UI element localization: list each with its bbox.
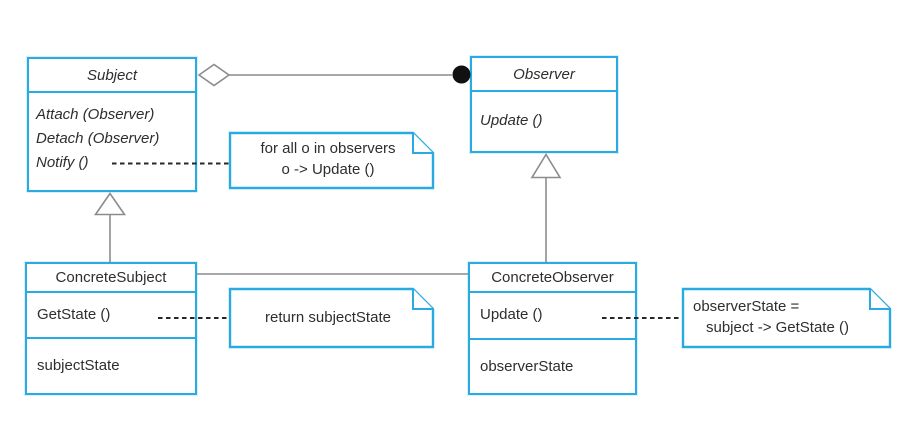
note-notify: for all o in observers o -> Update () [230, 138, 426, 180]
inheritance-triangle-icon [93, 192, 127, 216]
class-concrete-subject: ConcreteSubject GetState () subjectState [25, 262, 197, 395]
class-concrete-observer: ConcreteObserver Update () observerState [468, 262, 637, 395]
note-line: return subjectState [265, 309, 391, 326]
note-getstate: return subjectState [230, 307, 426, 328]
attribute-row: observerState [480, 358, 574, 375]
note-fold-icon [412, 289, 433, 310]
method-row: Update () [480, 112, 543, 129]
method-row: Update () [480, 306, 543, 323]
note-line: for all o in observers [260, 140, 396, 157]
note-line: o -> Update () [281, 161, 375, 178]
class-concrete-observer-methods: Update () [470, 293, 635, 340]
method-row: Attach (Observer) [36, 106, 155, 123]
inheritance-triangle-icon [530, 152, 562, 179]
class-observer-title: Observer [472, 58, 616, 92]
aggregation-diamond-icon [197, 63, 231, 87]
attribute-row: subjectState [37, 357, 120, 374]
class-concrete-subject-methods: GetState () [27, 293, 195, 339]
class-subject-title: Subject [29, 59, 195, 93]
class-concrete-observer-attributes: observerState [470, 340, 635, 379]
class-observer-methods: Update () [472, 92, 616, 133]
association-end-dot-icon [452, 65, 471, 84]
class-concrete-subject-title: ConcreteSubject [27, 264, 195, 293]
note-line: subject -> GetState () [706, 319, 849, 336]
class-subject-methods: Attach (Observer) Detach (Observer) Noti… [29, 93, 195, 175]
method-row: Notify () [36, 154, 89, 171]
method-row: Detach (Observer) [36, 130, 160, 147]
note-line: observerState = [693, 298, 800, 315]
class-concrete-subject-attributes: subjectState [27, 339, 195, 378]
method-row: GetState () [37, 306, 111, 323]
class-subject: Subject Attach (Observer) Detach (Observ… [27, 57, 197, 192]
note-update: observerState = subject -> GetState () [693, 296, 888, 338]
class-observer: Observer Update () [470, 56, 618, 153]
class-concrete-observer-title: ConcreteObserver [470, 264, 635, 293]
